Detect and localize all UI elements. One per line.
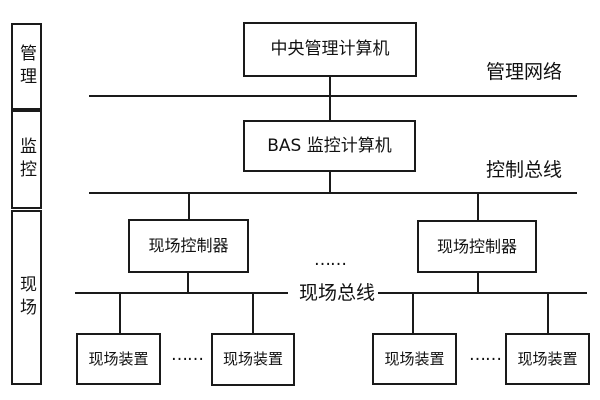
node-field-device-3-label: 现场装置 [384, 349, 445, 368]
ellipsis-devices-left: …… [171, 345, 204, 365]
connector-control-bus-to-controller-left [188, 194, 190, 219]
node-field-device-1: 现场装置 [76, 333, 161, 385]
connector-controller-left-to-field-bus [187, 273, 189, 292]
ellipsis-controllers: …… [314, 250, 347, 270]
connector-field-bus-to-device-3 [412, 294, 414, 333]
connector-central-to-management-bus [329, 77, 331, 96]
management-network-line [89, 95, 577, 97]
connector-field-bus-to-device-2 [252, 294, 254, 333]
control-bus-line [89, 192, 577, 194]
node-field-device-2: 现场装置 [211, 333, 295, 386]
connector-bas-to-control-bus [329, 172, 331, 192]
node-field-device-4-label: 现场装置 [517, 349, 578, 368]
node-central-management-computer: 中央管理计算机 [243, 22, 417, 77]
connector-field-bus-to-device-1 [119, 294, 121, 333]
field-bus-line-right [378, 292, 587, 294]
connector-management-bus-to-bas [329, 97, 331, 120]
ellipsis-devices-right: …… [469, 345, 502, 365]
level-label-field: 现场 [16, 274, 36, 321]
level-box-supervision: 监控 [11, 110, 42, 209]
control-bus-label: 控制总线 [486, 159, 563, 181]
management-network-label: 管理网络 [486, 61, 563, 83]
node-field-controller-left: 现场控制器 [128, 219, 249, 273]
node-field-controller-left-label: 现场控制器 [148, 236, 229, 256]
connector-control-bus-to-controller-right [477, 194, 479, 220]
node-field-device-2-label: 现场装置 [222, 350, 283, 369]
connector-controller-right-to-field-bus [477, 273, 479, 292]
node-field-device-4: 现场装置 [505, 333, 590, 385]
node-bas-supervisory-computer-label: BAS 监控计算机 [267, 135, 392, 156]
field-bus-label: 现场总线 [299, 282, 376, 304]
level-label-supervision: 监控 [16, 136, 36, 183]
node-field-controller-right: 现场控制器 [417, 220, 537, 273]
field-bus-line-left [75, 292, 288, 294]
node-field-device-3: 现场装置 [372, 333, 457, 385]
node-central-management-computer-label: 中央管理计算机 [270, 39, 390, 60]
node-field-device-1-label: 现场装置 [88, 349, 149, 368]
connector-field-bus-to-device-4 [547, 294, 549, 333]
level-box-field: 现场 [11, 210, 42, 385]
node-field-controller-right-label: 现场控制器 [436, 236, 517, 256]
level-label-management: 管理 [16, 43, 36, 90]
node-bas-supervisory-computer: BAS 监控计算机 [243, 120, 416, 172]
level-box-management: 管理 [11, 23, 42, 110]
